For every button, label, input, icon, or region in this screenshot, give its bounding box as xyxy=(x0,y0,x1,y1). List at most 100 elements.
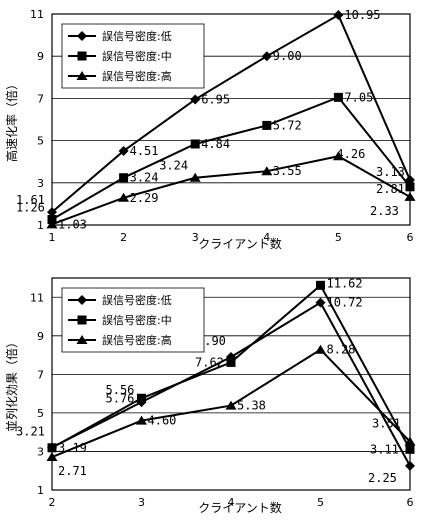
x-tick-label: 6 xyxy=(407,496,414,509)
x-axis-label: クライアント数 xyxy=(198,236,282,251)
data-label: 2.81 xyxy=(376,182,405,196)
data-point-square xyxy=(316,280,325,290)
data-point-square xyxy=(262,120,272,130)
legend-label: 誤信号密度:中 xyxy=(102,313,172,327)
data-point-diamond xyxy=(118,145,129,156)
y-axis-label: 高速化率（倍） xyxy=(4,78,19,162)
y-tick-label: 5 xyxy=(37,135,44,148)
data-label: 3.24 xyxy=(159,159,188,173)
data-label: 1.26 xyxy=(16,201,45,215)
data-label: 3.19 xyxy=(58,441,87,455)
y-tick-label: 11 xyxy=(30,291,44,304)
data-point-diamond xyxy=(190,94,201,105)
plot-frame xyxy=(51,13,411,226)
legend-label: 誤信号密度:低 xyxy=(102,29,172,43)
data-label: 1.61 xyxy=(16,193,45,207)
data-point-triangle xyxy=(225,400,237,410)
x-tick-label: 6 xyxy=(407,231,414,244)
data-label: 5.72 xyxy=(273,118,302,132)
data-point-triangle xyxy=(261,166,273,176)
legend-label: 誤信号密度:高 xyxy=(102,333,172,347)
data-label: 1.03 xyxy=(58,217,87,231)
x-tick-label: 3 xyxy=(138,496,145,509)
data-label: 4.60 xyxy=(148,414,177,428)
data-label: 2.71 xyxy=(58,464,87,478)
legend-marker-triangle xyxy=(76,71,88,80)
x-tick-label: 1 xyxy=(49,231,56,244)
data-label: 3.11 xyxy=(370,442,399,456)
data-label: 3.24 xyxy=(130,171,159,185)
legend-label: 誤信号密度:高 xyxy=(102,69,172,83)
data-point-square xyxy=(405,182,415,192)
y-tick-label: 7 xyxy=(37,92,44,105)
y-tick-label: 3 xyxy=(37,177,44,190)
data-label: 3.13 xyxy=(376,165,405,179)
series-line xyxy=(51,155,411,226)
data-point-triangle xyxy=(46,452,58,462)
data-point-triangle xyxy=(189,172,201,182)
series-line xyxy=(51,13,411,213)
legend-marker-square xyxy=(77,315,87,325)
x-tick-label: 3 xyxy=(192,231,199,244)
data-point-square xyxy=(333,92,343,102)
data-label: 4.26 xyxy=(336,147,365,161)
data-point-square xyxy=(137,393,146,403)
data-label: 3.21 xyxy=(16,424,45,438)
data-label: 2.25 xyxy=(368,471,397,485)
series-group xyxy=(46,10,416,229)
plot-frame xyxy=(51,277,411,491)
data-label: 10.95 xyxy=(344,8,380,22)
data-point-diamond xyxy=(47,207,57,218)
data-point-square xyxy=(405,444,415,454)
x-tick-label: 2 xyxy=(120,231,127,244)
data-point-triangle xyxy=(404,191,416,201)
data-label: 7.62 xyxy=(195,355,224,369)
data-point-diamond xyxy=(315,297,326,308)
legend-marker-triangle xyxy=(76,335,88,344)
y-tick-label: 1 xyxy=(37,484,44,497)
data-point-square xyxy=(119,173,129,183)
data-label: 10.72 xyxy=(327,296,363,310)
data-point-diamond xyxy=(333,10,344,21)
data-label: 5.56 xyxy=(106,383,135,397)
y-tick-label: 1 xyxy=(37,219,44,232)
data-label: 8.28 xyxy=(327,343,356,357)
data-point-square xyxy=(226,357,236,367)
x-tick-label: 4 xyxy=(263,231,270,244)
data-point-triangle xyxy=(332,151,344,161)
legend-label: 誤信号密度:中 xyxy=(102,49,172,63)
data-label: 3.55 xyxy=(273,164,302,178)
data-point-triangle xyxy=(118,192,130,202)
legend-marker-square xyxy=(77,51,87,61)
x-tick-label: 5 xyxy=(317,496,324,509)
x-axis-label: クライアント数 xyxy=(198,500,282,515)
legend-label: 誤信号密度:低 xyxy=(102,293,172,307)
series-line xyxy=(51,96,411,221)
y-tick-label: 5 xyxy=(37,407,44,420)
data-point-triangle xyxy=(46,219,58,229)
data-label: 7.05 xyxy=(344,90,373,104)
data-label: 2.33 xyxy=(370,204,399,218)
y-axis-label: 並列化効果（倍） xyxy=(4,336,19,432)
x-tick-label: 5 xyxy=(335,231,342,244)
data-label: 9.00 xyxy=(273,49,302,63)
data-point-square xyxy=(190,139,200,149)
y-tick-label: 7 xyxy=(37,368,44,381)
data-label: 3.51 xyxy=(372,417,401,431)
data-labels: 1.614.516.959.0010.953.131.263.244.845.7… xyxy=(16,8,405,231)
data-point-diamond xyxy=(226,352,236,363)
data-point-diamond xyxy=(261,51,272,62)
x-tick-label: 4 xyxy=(228,496,235,509)
x-tick-label: 2 xyxy=(49,496,56,509)
data-label: 2.29 xyxy=(130,191,159,205)
data-label: 5.76 xyxy=(106,391,135,405)
plot-border xyxy=(51,13,411,226)
data-point-triangle xyxy=(315,344,326,354)
data-label: 4.84 xyxy=(201,137,230,151)
